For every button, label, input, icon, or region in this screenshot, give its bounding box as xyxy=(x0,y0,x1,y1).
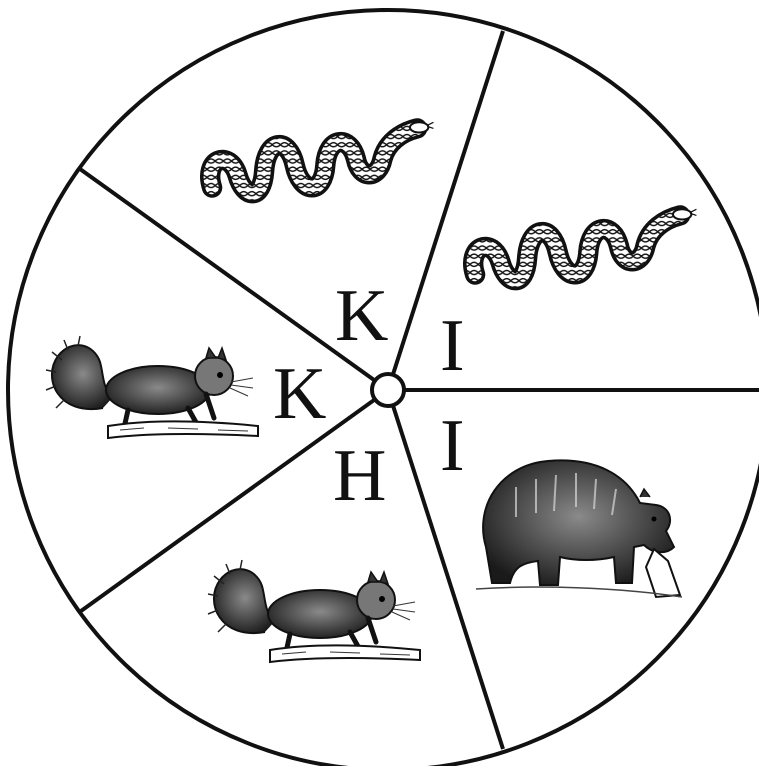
segment-letter: I xyxy=(440,305,465,387)
segment-letter: K xyxy=(335,275,388,357)
segment-letter: K xyxy=(273,353,326,435)
center-hub xyxy=(372,374,404,406)
segment-letter: I xyxy=(440,405,465,487)
segment-letter: H xyxy=(333,435,386,517)
